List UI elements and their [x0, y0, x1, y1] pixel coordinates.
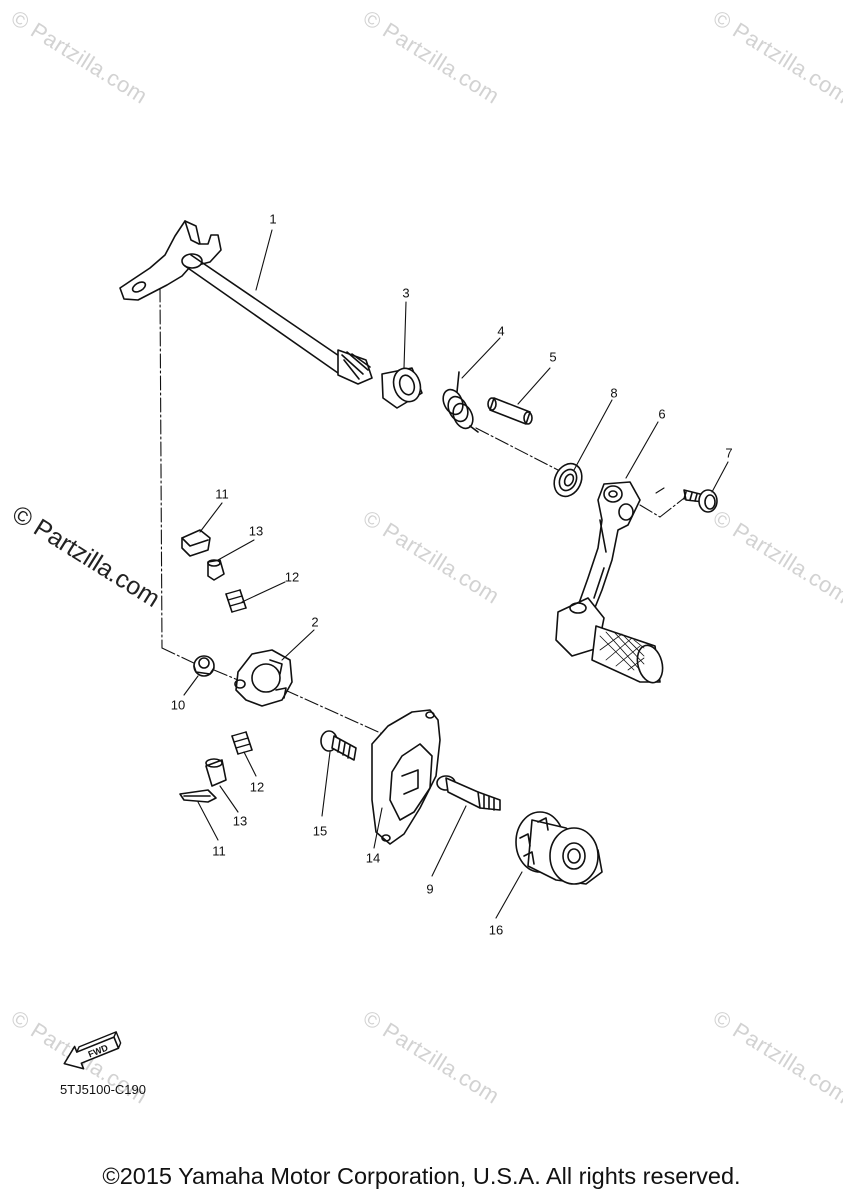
callout-3: 3: [402, 285, 410, 301]
callout-12-lower: 12: [249, 779, 265, 795]
callout-13-upper: 13: [248, 523, 264, 539]
shift-drum-segment: [515, 811, 603, 885]
callout-10: 10: [170, 697, 186, 713]
plunger-lower: [205, 758, 227, 787]
spring-lower: [231, 731, 253, 755]
torsion-spring: [442, 371, 479, 433]
copyright-notice: ©2015 Yamaha Motor Corporation, U.S.A. A…: [102, 1163, 741, 1189]
spring-upper: [225, 589, 247, 613]
callout-2: 2: [311, 614, 319, 630]
pin: [487, 397, 533, 425]
plunger-upper: [207, 559, 225, 581]
callout-4: 4: [497, 323, 505, 339]
callout-9: 9: [426, 881, 434, 897]
diagram-code: 5TJ5100-C190: [60, 1082, 146, 1097]
callout-16: 16: [488, 922, 504, 938]
pin-bolt: [436, 775, 501, 811]
callout-5: 5: [549, 349, 557, 365]
shift-shaft: [119, 220, 373, 385]
collar-small: [193, 655, 215, 677]
forward-arrow-icon: FWD: [63, 1031, 122, 1070]
collar: [381, 367, 423, 409]
callout-12-upper: 12: [284, 569, 300, 585]
segment: [234, 649, 293, 707]
stopper-lower: [179, 789, 217, 803]
oil-seal: [553, 462, 583, 498]
callout-1: 1: [269, 211, 277, 227]
pedal-bolt: [683, 489, 718, 513]
callout-15: 15: [312, 823, 328, 839]
stopper-upper: [181, 529, 211, 557]
callout-11-lower: 11: [212, 843, 226, 859]
callout-13-lower: 13: [232, 813, 248, 829]
callout-14: 14: [365, 850, 381, 866]
callout-6: 6: [658, 406, 666, 422]
shift-pedal: [555, 481, 664, 684]
callout-leaders: [183, 229, 729, 919]
callout-7: 7: [725, 445, 733, 461]
plate: [371, 709, 441, 845]
assembly-lines: [159, 287, 689, 736]
callout-11-upper: 11: [215, 486, 229, 502]
bolt-small: [320, 730, 357, 761]
callout-8: 8: [610, 385, 618, 401]
